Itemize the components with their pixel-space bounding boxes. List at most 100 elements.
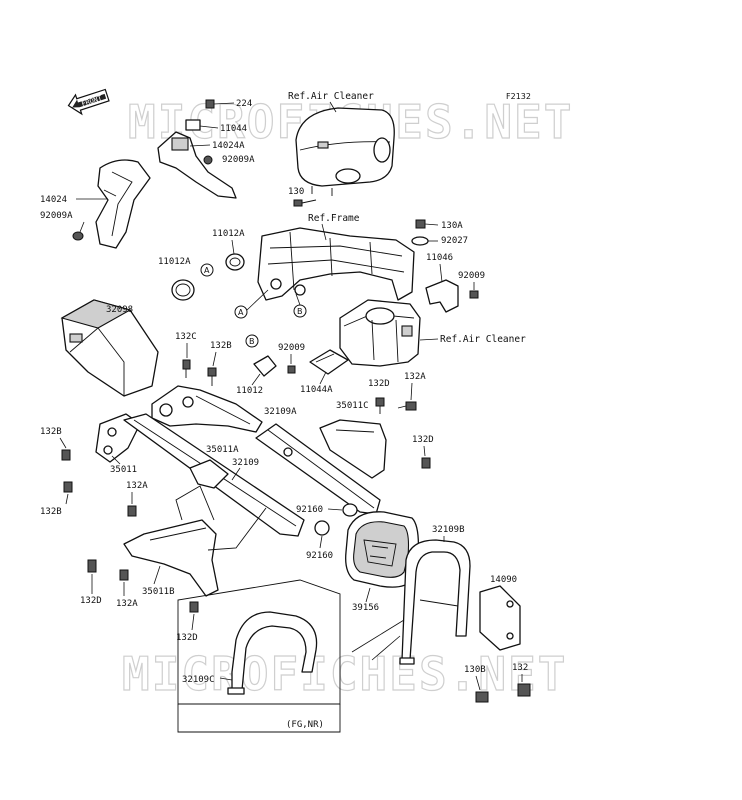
ref-circle-a-frame: A xyxy=(234,305,248,319)
label-32109: 32109 xyxy=(232,458,259,468)
label-35011C: 35011C xyxy=(336,401,369,411)
ref-circle-b-mid: B xyxy=(245,334,259,348)
battery-32098 xyxy=(60,299,159,397)
bolt-92009-mid xyxy=(287,365,296,374)
side-cover-14024 xyxy=(95,159,151,249)
washer-92009A-top xyxy=(203,155,213,165)
bolt-132B-mid xyxy=(207,367,217,386)
damper-92160-top xyxy=(342,503,358,517)
bracket-35011B xyxy=(123,485,267,597)
variant-note: (FG,NR) xyxy=(286,720,324,730)
plate-14090 xyxy=(479,585,521,651)
label-132D-right: 132D xyxy=(412,435,434,445)
label-130B: 130B xyxy=(464,665,486,675)
label-92009-mid: 92009 xyxy=(278,343,305,353)
air-cleaner-housing xyxy=(339,299,421,367)
bolt-132D-right xyxy=(421,457,431,469)
ref-circle-a-top: A xyxy=(200,263,214,277)
label-132B-left: 132B xyxy=(40,427,62,437)
label-35011: 35011 xyxy=(110,465,137,475)
grommet-11012A-top xyxy=(225,253,245,271)
washer-92027 xyxy=(411,236,429,246)
svg-text:A: A xyxy=(238,308,244,317)
svg-text:A: A xyxy=(204,266,210,275)
label-11012A-left: 11012A xyxy=(158,257,191,267)
bolt-132B-left xyxy=(61,449,71,461)
label-92160-bottom: 92160 xyxy=(306,551,333,561)
label-92009A-top: 92009A xyxy=(222,155,255,165)
bracket-14024A xyxy=(157,119,237,199)
strut-32109A xyxy=(255,423,381,515)
bolt-132A-mid xyxy=(127,505,137,517)
bolt-132D-mid xyxy=(375,397,385,414)
figure-code: F2132 xyxy=(506,92,531,101)
clip-11012 xyxy=(253,355,277,377)
bolt-130 xyxy=(293,199,317,207)
handle-32109C xyxy=(227,611,318,695)
label-14024A: 14024A xyxy=(212,141,245,151)
emblem-39156 xyxy=(345,511,420,588)
ref-air-cleaner-top: Ref.Air Cleaner xyxy=(288,91,374,102)
bolt-132D-lower xyxy=(189,601,199,613)
label-132D-mid: 132D xyxy=(368,379,390,389)
svg-text:B: B xyxy=(249,337,255,346)
label-11044A: 11044A xyxy=(300,385,333,395)
label-11046: 11046 xyxy=(426,253,453,263)
label-132A-mid: 132A xyxy=(126,481,148,491)
label-132A-left: 132A xyxy=(116,599,138,609)
label-11012A-top: 11012A xyxy=(212,229,245,239)
bolt-130B xyxy=(475,691,489,703)
label-92009A-left: 92009A xyxy=(40,211,73,221)
ref-air-cleaner-right: Ref.Air Cleaner xyxy=(440,334,526,345)
label-14024: 14024 xyxy=(40,195,67,205)
bolt-132A-left xyxy=(119,569,129,581)
bolt-132-right xyxy=(517,683,531,697)
plate-35011C xyxy=(319,419,387,479)
washer-92009A-left xyxy=(72,231,84,241)
bolt-132C xyxy=(182,359,191,378)
grommet-11012A-left xyxy=(171,279,195,301)
label-35011A: 35011A xyxy=(206,445,239,455)
label-14090: 14090 xyxy=(490,575,517,585)
label-132: 132 xyxy=(512,663,528,673)
bolt-224 xyxy=(205,99,215,109)
frame xyxy=(257,227,415,301)
label-32109A: 32109A xyxy=(264,407,297,417)
label-92009-right: 92009 xyxy=(458,271,485,281)
label-132D-left: 132D xyxy=(80,596,102,606)
label-132B-mid: 132B xyxy=(210,341,232,351)
bolt-132B-bottom xyxy=(63,481,73,493)
ref-frame: Ref.Frame xyxy=(308,213,360,224)
label-132C: 132C xyxy=(175,332,197,342)
label-92160-top: 92160 xyxy=(296,505,323,515)
label-32098: 32098 xyxy=(106,305,133,315)
variant-box xyxy=(177,579,341,705)
label-11044: 11044 xyxy=(220,124,247,134)
bolt-130A xyxy=(415,219,426,229)
label-130A: 130A xyxy=(441,221,463,231)
bracket-11046 xyxy=(425,279,459,313)
label-132B-bottom: 132B xyxy=(40,507,62,517)
bracket-11044A xyxy=(309,349,349,375)
bracket-35011A xyxy=(189,459,229,489)
handle-32109B xyxy=(399,539,471,665)
ref-circle-b-frame: B xyxy=(293,304,307,318)
watermark-bottom: MICROFICHES.NET xyxy=(122,647,567,701)
bolt-132A-right xyxy=(397,401,417,411)
bolt-92009-right xyxy=(469,290,479,299)
label-39156: 39156 xyxy=(352,603,379,613)
label-11012: 11012 xyxy=(236,386,263,396)
label-32109C: 32109C xyxy=(182,675,215,685)
label-224: 224 xyxy=(236,99,252,109)
label-32109B: 32109B xyxy=(432,525,465,535)
battery-tray xyxy=(151,385,263,433)
label-35011B: 35011B xyxy=(142,587,175,597)
label-132A-right: 132A xyxy=(404,372,426,382)
label-132D-lower: 132D xyxy=(176,633,198,643)
front-arrow-icon: FRONT xyxy=(67,88,110,116)
damper-92160-bottom xyxy=(314,520,330,536)
svg-text:B: B xyxy=(297,307,303,316)
plate-35011 xyxy=(95,413,141,463)
label-130: 130 xyxy=(288,187,304,197)
